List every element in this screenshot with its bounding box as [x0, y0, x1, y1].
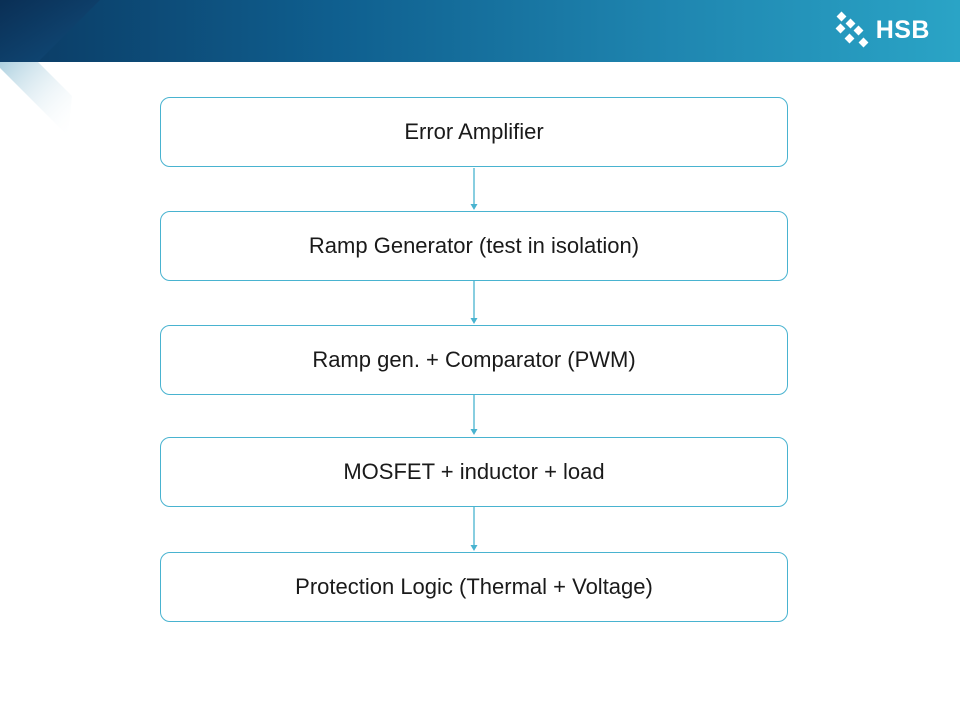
connector-4: [470, 507, 478, 551]
step-error-amplifier: Error Amplifier: [160, 97, 788, 167]
step-mosfet-inductor-load: MOSFET + inductor + load: [160, 437, 788, 507]
connector-1: [470, 168, 478, 210]
step-label: MOSFET + inductor + load: [343, 459, 605, 484]
connector-2: [470, 281, 478, 324]
hsb-cross-icon: [835, 11, 869, 48]
step-label: Error Amplifier: [404, 119, 544, 144]
step-ramp-generator: Ramp Generator (test in isolation): [160, 211, 788, 281]
header-banner: [0, 0, 960, 62]
logo-text: HSB: [875, 15, 930, 44]
connector-3: [470, 395, 478, 435]
hsb-logo: HSB: [834, 8, 930, 52]
step-label: Ramp Generator (test in isolation): [308, 233, 640, 258]
step-label: Ramp gen. + Comparator (PWM): [312, 347, 636, 372]
corner-decoration: [0, 0, 100, 136]
step-label: Protection Logic (Thermal + Voltage): [295, 574, 653, 599]
step-protection-logic: Protection Logic (Thermal + Voltage): [160, 552, 788, 622]
step-ramp-comparator: Ramp gen. + Comparator (PWM): [160, 325, 788, 395]
